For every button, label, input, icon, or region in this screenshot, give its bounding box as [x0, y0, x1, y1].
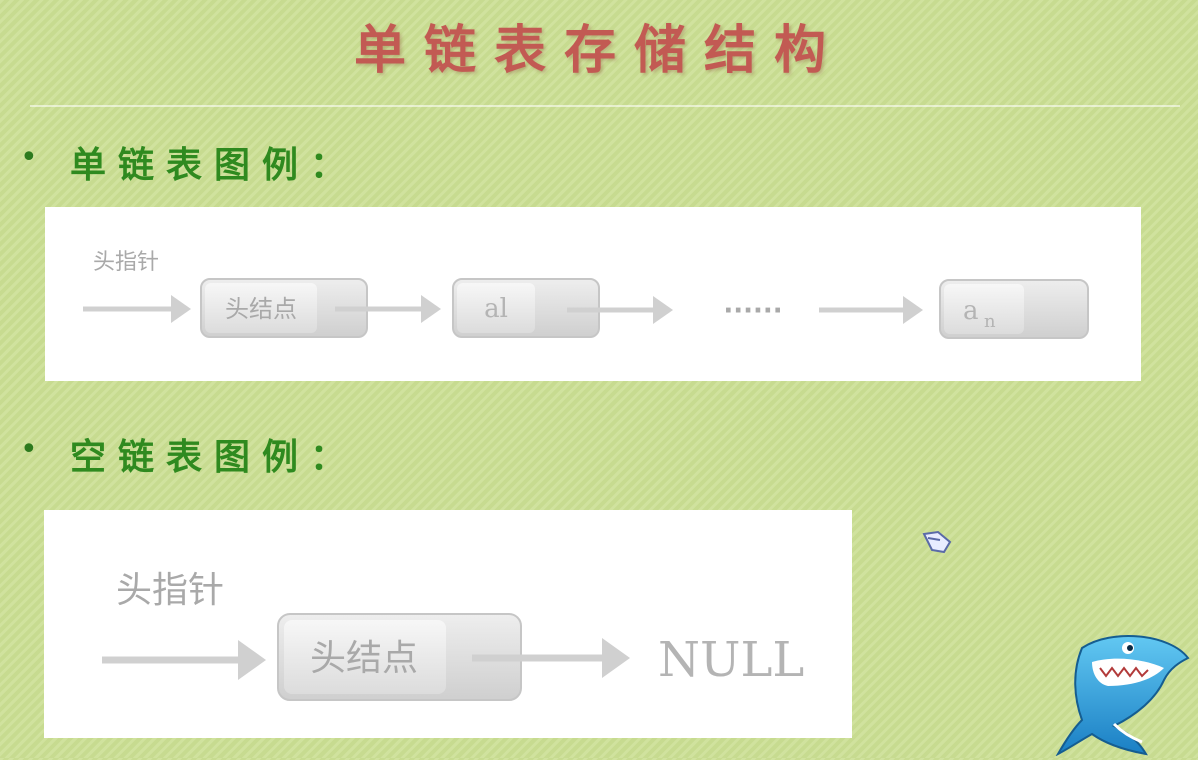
singly-linked-diagram: 头指针 头结点 al ······ [45, 207, 1141, 381]
head-pointer-label: 头指针 [116, 570, 224, 611]
head-node-label: 头结点 [310, 638, 418, 679]
head-node-label: 头结点 [225, 295, 297, 323]
bullet-icon: • [20, 432, 38, 467]
shark-mascot-icon [1052, 628, 1192, 760]
mouse-cursor-icon [920, 528, 954, 562]
head-pointer-label: 头指针 [93, 250, 159, 275]
node-an-subscript: n [984, 311, 996, 332]
arrow-icon [83, 295, 191, 323]
section-label-singly-linked: 单链表图例： [70, 144, 359, 186]
page-title: 单链表存储结构 [353, 20, 844, 81]
bullet-icon: • [20, 140, 38, 175]
empty-list-svg: 头指针 头结点 NULL [102, 570, 804, 701]
ellipsis: ······ [723, 296, 782, 326]
section-label-empty-list: 空链表图例： [70, 436, 359, 478]
node-a1-label: al [484, 294, 508, 324]
node-an: a n [939, 279, 1089, 339]
arrow-icon [335, 295, 441, 323]
head-node: 头结点 [200, 278, 368, 338]
node-a1: al [452, 278, 600, 338]
title-divider [30, 105, 1180, 107]
singly-linked-svg: 头指针 头结点 al ······ [83, 250, 1089, 339]
null-label: NULL [658, 632, 804, 688]
empty-list-diagram: 头指针 头结点 NULL [44, 510, 852, 738]
head-node: 头结点 [277, 613, 522, 701]
arrow-icon [819, 296, 923, 324]
node-an-label: a [963, 296, 979, 326]
arrow-icon [567, 296, 673, 324]
arrow-icon [102, 640, 266, 680]
arrow-icon [472, 638, 630, 678]
